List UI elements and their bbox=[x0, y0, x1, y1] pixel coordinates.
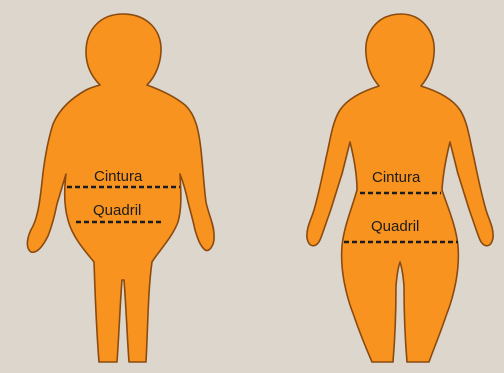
pear-hip-label: Quadril bbox=[371, 218, 419, 235]
pear-figure-silhouette bbox=[307, 14, 493, 362]
pear-figure: Cintura Quadril bbox=[307, 14, 493, 362]
pear-waist-label: Cintura bbox=[372, 169, 421, 186]
apple-figure: Cintura Quadril bbox=[27, 14, 214, 362]
apple-waist-label: Cintura bbox=[94, 168, 143, 185]
apple-figure-silhouette bbox=[27, 14, 214, 362]
apple-hip-label: Quadril bbox=[93, 202, 141, 219]
